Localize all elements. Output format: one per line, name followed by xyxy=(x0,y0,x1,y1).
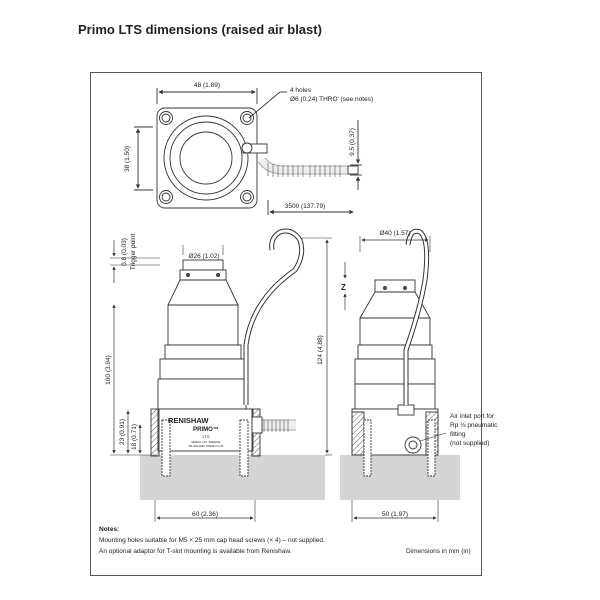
front-mounting-surface xyxy=(340,455,460,500)
front-dia-dim: Ø40 (1.57) xyxy=(379,230,410,237)
hose-length-dim: 3500 (137.79) xyxy=(285,203,325,210)
cap-dia-dim: Ø26 (1.02) xyxy=(188,253,219,260)
page-title: Primo LTS dimensions (raised air blast) xyxy=(78,22,322,37)
top-view xyxy=(134,88,362,215)
trigger-cap xyxy=(182,259,224,271)
front-width-dim: 50 (1.97) xyxy=(382,511,408,518)
top-width-dim: 48 (1.89) xyxy=(194,82,220,89)
probe-body xyxy=(167,279,239,346)
mount-hole-bottom-left xyxy=(161,192,171,202)
drawing-frame xyxy=(90,72,482,576)
mount-hole-top-right xyxy=(242,113,252,123)
side-view xyxy=(110,228,332,522)
notes-line-2: An optional adaptor for T-slot mounting … xyxy=(99,548,292,555)
holes-note-line1: 4 holes xyxy=(290,87,312,94)
mounting-surface xyxy=(140,455,325,500)
air-inlet-note-4: (not supplied) xyxy=(450,440,489,447)
trigger-caption: Trigger point xyxy=(130,234,137,270)
side-width-dim: 60 (2.36) xyxy=(192,511,218,518)
trigger-dim: 0.8 (0.03) xyxy=(121,238,128,266)
base-height-dim: 23 (0.91) xyxy=(119,419,126,445)
mount-hole-top-left xyxy=(161,113,171,123)
notes-line-1: Mounting holes suitable for M5 × 25 mm c… xyxy=(99,537,325,544)
flange-height-dim: 18 (0.71) xyxy=(131,424,138,450)
top-height-dim: 38 (1.50) xyxy=(124,146,131,172)
hose-height-dim: 124 (4.88) xyxy=(317,335,324,365)
notes-heading: Notes: xyxy=(99,526,120,533)
brand-label: RENISHAW xyxy=(168,416,209,425)
front-view xyxy=(340,228,460,522)
product-label: PRIMO™ xyxy=(193,426,219,433)
z-axis-label: Z xyxy=(341,283,346,292)
probe-body-outline xyxy=(163,115,249,201)
nozzle-dim: 9.5 (0.37) xyxy=(349,128,356,156)
model-label: LTS xyxy=(202,434,209,439)
overall-height-dim: 100 (3.94) xyxy=(105,355,112,385)
air-inlet-note-2: Rp ⅛ pneumatic xyxy=(450,422,498,429)
units-note: Dimensions in mm (in) xyxy=(406,548,471,555)
mount-hole-bottom-right xyxy=(242,192,252,202)
part-label: S5-001-DEF MADE IN UK xyxy=(188,444,223,448)
holes-note-line2: Ø6 (0.24) THRO' (see notes) xyxy=(290,96,373,103)
serial-label: SERIAL NO. 5SERIAL xyxy=(191,440,221,444)
air-inlet-note-1: Air inlet port for xyxy=(450,413,495,420)
air-inlet-note-3: fitting xyxy=(450,431,466,438)
